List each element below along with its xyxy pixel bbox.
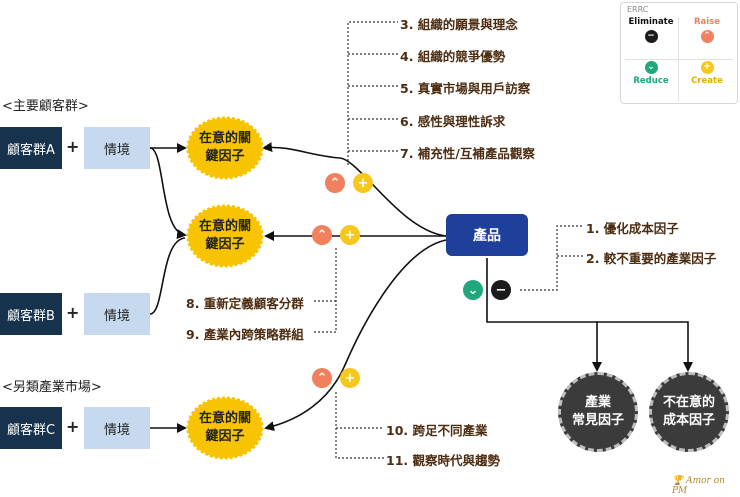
plus-icon: + [700,61,714,74]
chevron-down-icon: ⌄ [644,61,658,74]
key-factor-burst: 在意的關鍵因子 [186,396,264,460]
burst-line1: 在意的關 [198,131,251,146]
legend-raise-label: Raise [693,17,721,27]
context-box-c: 情境 [84,407,150,449]
common-line1: 產業 [584,395,611,410]
note-7: 7. 補充性/互補產品觀察 [400,146,535,161]
note-11: 11. 觀察時代與趨勢 [386,453,500,468]
customer-a-box: 顧客群A [0,127,62,169]
plus-icon: + [353,173,373,193]
industry-common-factors: 產業常見因子 [558,372,638,452]
irrelevant-line1: 不在意的 [662,395,715,410]
note-3: 3. 組織的願景與理念 [400,17,518,32]
errc-legend: ERRC Eliminate − Raise ⌃ ⌄ Reduce + Crea… [620,2,738,104]
plus-icon: + [340,225,360,245]
plus-icon: + [340,368,360,388]
burst-line1: 在意的關 [198,411,251,426]
burst-shape [186,396,264,460]
legend-title: ERRC [627,5,649,14]
customer-c-box: 顧客群C [0,407,62,449]
customer-b-box: 顧客群B [0,293,62,335]
note-9: 9. 產業內跨策略群組 [186,327,304,342]
product-node: 產品 [446,214,528,256]
legend-create: + Create [679,61,735,101]
note-5: 5. 真實市場與用戶訪察 [400,81,531,96]
note-10: 10. 跨足不同產業 [386,423,488,438]
burst-line1: 在意的關 [198,219,251,234]
minus-icon: − [491,280,511,300]
burst-line2: 鍵因子 [205,237,245,252]
legend-reduce: ⌄ Reduce [623,61,679,101]
key-factor-burst: 在意的關鍵因子 [186,204,264,268]
note-6: 6. 感性與理性訴求 [400,114,506,129]
key-factor-burst: 在意的關鍵因子 [186,116,264,180]
legend-reduce-label: Reduce [633,76,669,86]
burst-shape [186,204,264,268]
note-4: 4. 組織的競爭優勢 [400,49,506,64]
legend-eliminate: Eliminate − [623,17,679,57]
note-2: 2. 較不重要的產業因子 [586,251,717,266]
author-logo: 🏆 Amor on PM [672,476,740,496]
chevron-down-icon: ⌄ [463,280,483,300]
plus-sign: + [66,417,80,436]
burst-line2: 鍵因子 [205,149,245,164]
group-label-main: <主要顧客群> [2,99,89,114]
trophy-icon: 🏆 [672,476,684,486]
plus-sign: + [66,303,80,322]
legend-eliminate-label: Eliminate [628,17,674,27]
plus-sign: + [66,137,80,156]
legend-create-label: Create [691,76,723,86]
legend-raise: Raise ⌃ [679,17,735,57]
note-8: 8. 重新定義顧客分群 [186,296,304,311]
legend-divider-h [625,59,733,60]
logo-text: Amor on PM [672,476,725,496]
context-box-a: 情境 [84,127,150,169]
context-box-b: 情境 [84,293,150,335]
burst-line2: 鍵因子 [205,429,245,444]
chevron-up-icon: ⌃ [312,368,332,388]
minus-icon: − [644,30,658,43]
chevron-up-icon: ⌃ [700,30,714,43]
burst-shape [186,116,264,180]
common-line2: 常見因子 [571,413,624,428]
note-1: 1. 優化成本因子 [586,221,679,236]
chevron-up-icon: ⌃ [312,225,332,245]
irrelevant-line2: 成本因子 [662,413,715,428]
group-label-other: <另類產業市場> [2,380,102,395]
chevron-up-icon: ⌃ [325,173,345,193]
irrelevant-cost-factors: 不在意的成本因子 [649,372,729,452]
